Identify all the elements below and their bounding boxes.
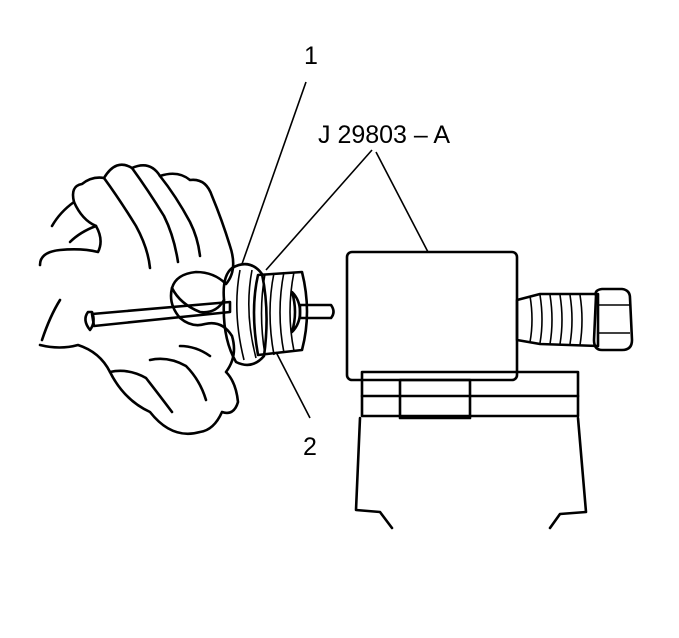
leader-line-tool-b bbox=[375, 151, 429, 253]
vise-jaw-block bbox=[398, 378, 472, 420]
callout-2: 2 bbox=[303, 433, 317, 461]
leader-line-tool-a bbox=[265, 149, 373, 271]
tool-body bbox=[345, 250, 519, 382]
forcing-screw bbox=[515, 292, 600, 348]
removal-pin bbox=[84, 300, 232, 332]
leader-lines bbox=[241, 81, 429, 419]
callout-1: 1 bbox=[304, 42, 318, 70]
threaded-component bbox=[252, 270, 309, 357]
vise-fixture bbox=[354, 370, 588, 530]
leader-line-1 bbox=[241, 81, 307, 265]
callout-tool-number: J 29803 – A bbox=[318, 121, 450, 149]
pilot-shaft bbox=[298, 303, 335, 320]
hand bbox=[38, 163, 240, 436]
leader-line-2 bbox=[275, 351, 311, 419]
hex-nut bbox=[592, 287, 634, 352]
